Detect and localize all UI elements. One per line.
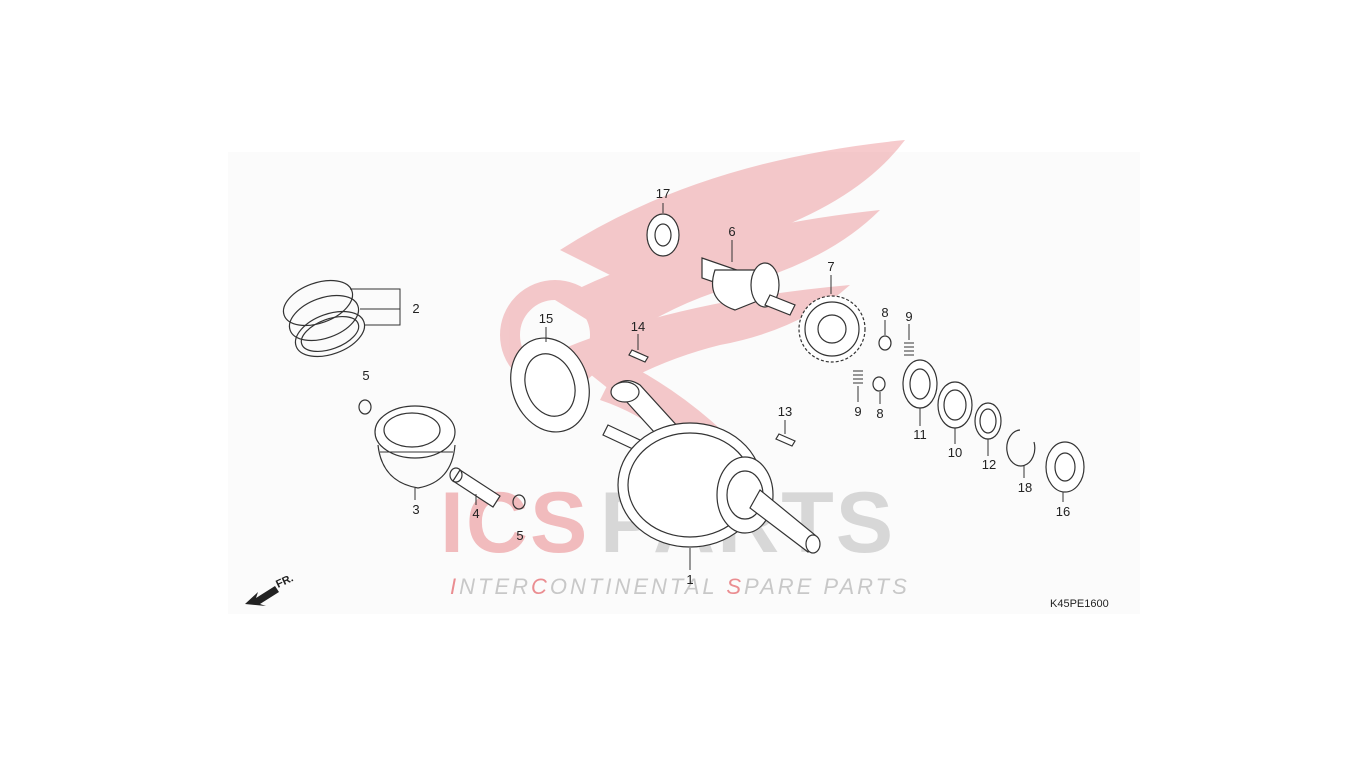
callout-7[interactable]: 7	[827, 259, 834, 274]
watermark-tagline-6: PARE PARTS	[744, 574, 910, 599]
diagram-code: K45PE1600	[1050, 598, 1109, 610]
leader-2	[350, 288, 401, 326]
part-bearing-15[interactable]	[498, 327, 602, 443]
callout-5a[interactable]: 5	[362, 368, 369, 383]
callout-8b[interactable]: 8	[876, 406, 883, 421]
part-key-13[interactable]	[775, 433, 796, 447]
part-balancer-gear[interactable]	[798, 295, 866, 363]
watermark-tagline-3: C	[531, 574, 550, 599]
part-damper-rubber-8a[interactable]	[878, 335, 892, 351]
part-crankshaft[interactable]	[602, 380, 821, 554]
callout-15[interactable]: 15	[539, 311, 553, 326]
watermark-tagline-1: I	[450, 574, 459, 599]
callout-12[interactable]: 12	[982, 457, 996, 472]
callout-4[interactable]: 4	[472, 506, 479, 521]
part-balancer-shaft[interactable]	[701, 257, 796, 316]
part-washer-12[interactable]	[974, 402, 1002, 440]
watermark-brand-a: ICS	[440, 475, 589, 571]
part-piston-rings[interactable]	[277, 272, 370, 365]
part-spring-9a[interactable]	[904, 342, 914, 356]
callout-18[interactable]: 18	[1018, 480, 1032, 495]
part-piston-pin-clip-right[interactable]	[512, 494, 526, 510]
callout-3[interactable]: 3	[412, 502, 419, 517]
part-piston-pin-clip-left[interactable]	[358, 399, 372, 415]
callout-9b[interactable]: 9	[854, 404, 861, 419]
callout-5b[interactable]: 5	[516, 528, 523, 543]
front-direction-indicator: FR.	[245, 572, 295, 606]
watermark-tagline-5: S	[726, 574, 744, 599]
callout-2[interactable]: 2	[412, 301, 419, 316]
part-washer-10[interactable]	[937, 381, 973, 429]
part-spring-9b[interactable]	[853, 370, 863, 384]
callout-11[interactable]: 11	[913, 427, 927, 442]
callout-17[interactable]: 17	[656, 186, 670, 201]
watermark-tagline: INTERCONTINENTAL SPARE PARTS	[450, 574, 910, 599]
callout-16[interactable]: 16	[1056, 504, 1070, 519]
part-washer-11[interactable]	[902, 359, 938, 409]
callout-9a[interactable]: 9	[905, 309, 912, 324]
callout-8a[interactable]: 8	[881, 305, 888, 320]
callout-1[interactable]: 1	[686, 572, 693, 587]
watermark-tagline-4: ONTINENTAL	[550, 574, 726, 599]
part-damper-rubber-8b[interactable]	[872, 376, 886, 392]
front-label: FR.	[274, 572, 295, 590]
part-circlip-18[interactable]	[1006, 429, 1036, 467]
part-bearing-17[interactable]	[646, 213, 680, 257]
part-piston[interactable]	[374, 405, 456, 489]
callout-6[interactable]: 6	[728, 224, 735, 239]
front-arrow-icon	[245, 586, 279, 606]
part-key-14[interactable]	[628, 349, 649, 363]
part-bearing-16[interactable]	[1045, 441, 1085, 493]
callout-13[interactable]: 13	[778, 404, 792, 419]
part-piston-pin[interactable]	[449, 467, 501, 508]
watermark-tagline-2: NTER	[459, 574, 531, 599]
callout-10[interactable]: 10	[948, 445, 962, 460]
callout-14[interactable]: 14	[631, 319, 645, 334]
